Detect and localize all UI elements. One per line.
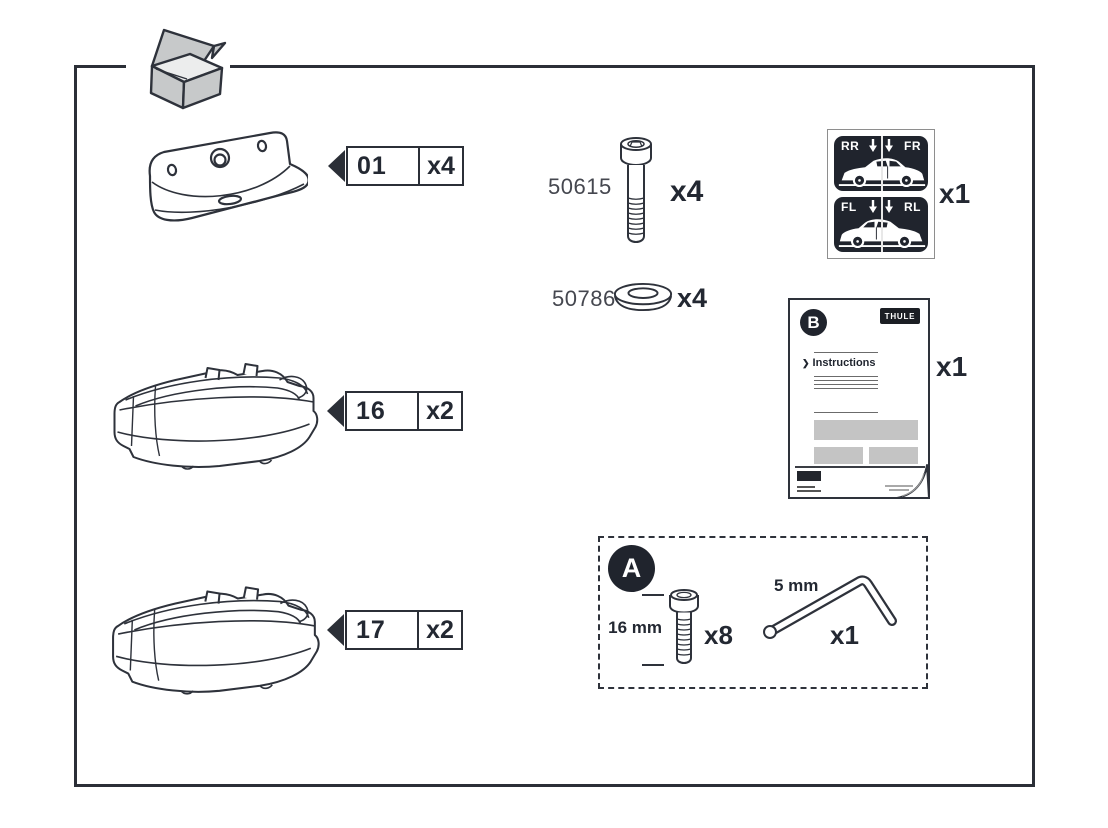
- footer-rule: [795, 466, 925, 468]
- hex-key-drawing: [763, 575, 897, 639]
- pointer-triangle-icon: [328, 150, 345, 182]
- badge-b: B: [800, 309, 827, 336]
- part-code: 01: [348, 148, 420, 184]
- dimension-tick: [642, 664, 664, 666]
- fine-print-line: [885, 485, 913, 487]
- down-arrows-icon: [869, 139, 893, 152]
- fine-print-line: [889, 489, 909, 491]
- chevron-right-icon: ❯: [802, 357, 810, 368]
- part-label-01: 01 x4: [346, 146, 464, 186]
- part-label-16: 16 x2: [345, 391, 463, 431]
- text-line: [814, 384, 878, 385]
- position-label-rr: RR: [841, 139, 860, 153]
- pointer-triangle-icon: [327, 395, 344, 427]
- instructions-sheet: B THULE ❯ Instructions: [788, 298, 930, 499]
- screw-qty: x4: [670, 175, 704, 208]
- sticker-divider: [881, 197, 883, 252]
- contents-frame: [74, 65, 1035, 787]
- bracket-drawing: [148, 131, 308, 222]
- open-box-icon: [126, 14, 230, 112]
- text-line: [814, 388, 878, 389]
- down-arrows-icon: [869, 200, 893, 213]
- page-curl-icon: [896, 464, 930, 499]
- fine-print-line: [797, 486, 815, 488]
- thule-logo: THULE: [880, 308, 920, 324]
- text-line: [814, 376, 878, 377]
- car-side-icon: [838, 158, 926, 188]
- image-placeholder: [814, 447, 863, 464]
- sticker-qty: x1: [939, 178, 971, 209]
- text-line: [814, 352, 878, 353]
- position-label-fl: FL: [841, 200, 857, 214]
- part-code: 16: [347, 393, 419, 429]
- position-label-rl: RL: [904, 200, 921, 214]
- badge-a: A: [608, 545, 655, 592]
- fitting-position-sticker: RR FR FL RL: [827, 129, 935, 259]
- part-qty: x2: [426, 615, 454, 644]
- dimension-tick: [642, 594, 664, 596]
- part-code: 17: [347, 612, 419, 648]
- part-qty: x4: [427, 151, 455, 180]
- hex-key-size-label: 5 mm: [774, 576, 819, 595]
- pointer-triangle-icon: [327, 614, 344, 646]
- text-line: [814, 380, 878, 381]
- foot-pad-17-drawing: [112, 586, 320, 695]
- part-label-17: 17 x2: [345, 610, 463, 650]
- hex-key-qty: x1: [830, 620, 859, 650]
- sticker-panel-left-side: FL RL: [834, 197, 928, 252]
- instructions-title: ❯ Instructions: [802, 357, 876, 369]
- instructions-title-text: Instructions: [812, 357, 876, 369]
- sticker-divider: [881, 136, 883, 191]
- manual-qty: x1: [936, 351, 968, 382]
- image-placeholder: [814, 420, 918, 440]
- screw-drawing: [620, 137, 652, 243]
- tool-kit-box: A 16 mm x8 5: [598, 536, 928, 689]
- washer-qty: x4: [677, 283, 708, 313]
- bolt-length-label: 16 mm: [608, 618, 662, 637]
- bolt-qty: x8: [704, 620, 733, 650]
- foot-pad-16-drawing: [113, 363, 319, 470]
- fine-print-line: [797, 490, 821, 492]
- position-label-fr: FR: [904, 139, 921, 153]
- washer-part-number: 50786: [552, 286, 616, 311]
- footer-chip: [797, 471, 821, 481]
- bolt-drawing: [669, 589, 699, 664]
- washer-drawing: [613, 282, 673, 312]
- text-line: [814, 412, 878, 413]
- screw-part-number: 50615: [548, 174, 612, 199]
- image-placeholder: [869, 447, 918, 464]
- part-qty: x2: [426, 396, 454, 425]
- sticker-panel-front-right: RR FR: [834, 136, 928, 191]
